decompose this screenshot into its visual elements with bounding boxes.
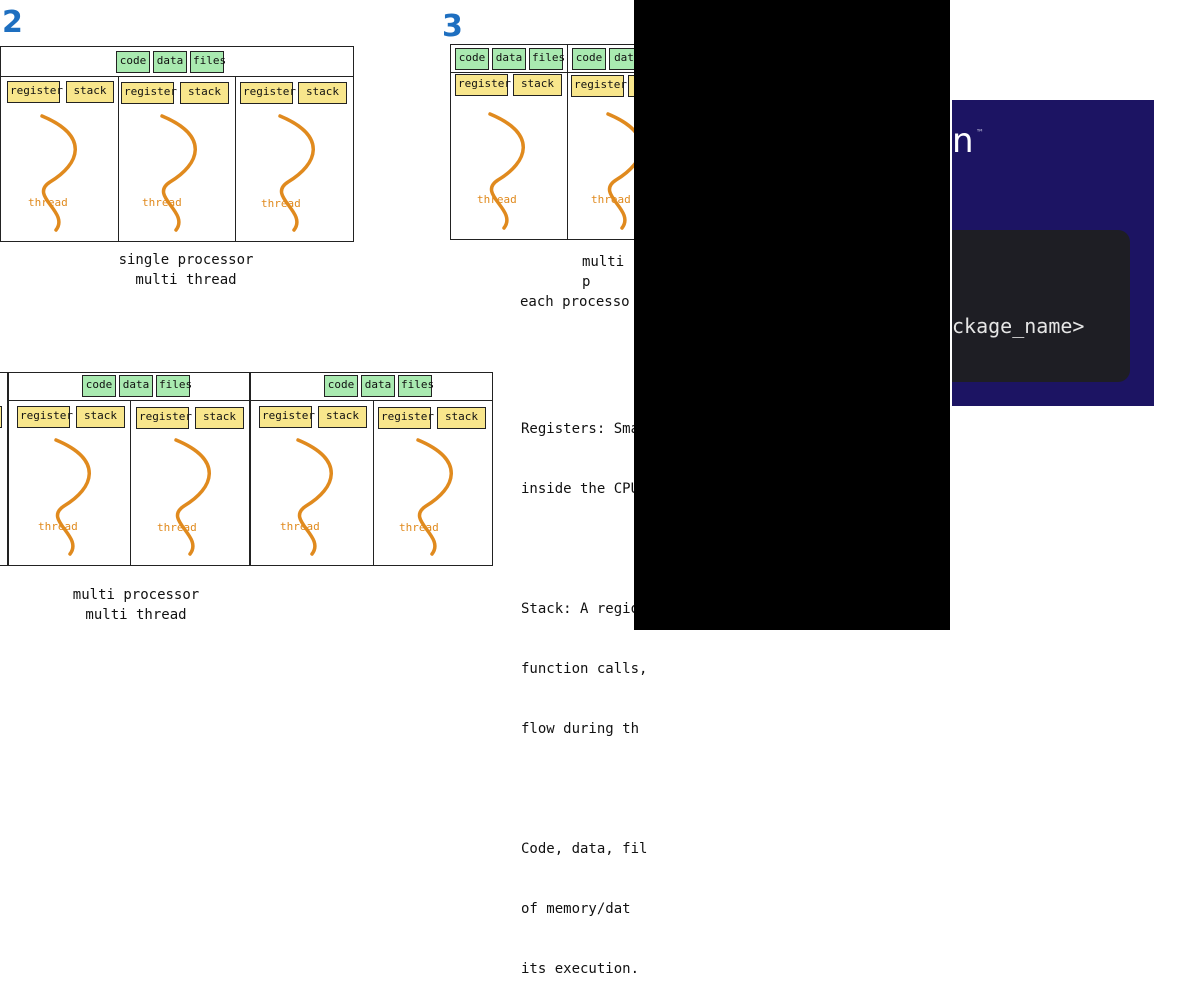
register-box: register	[378, 407, 434, 429]
code-box: code	[572, 48, 606, 70]
code-box: code	[82, 375, 116, 397]
divider	[118, 76, 119, 242]
caption-line: multi processor	[72, 587, 200, 603]
divider	[235, 76, 236, 242]
thread-squiggle	[606, 112, 636, 230]
caption-line: multi thread	[135, 272, 237, 288]
note-line: Stack: A regio	[521, 601, 640, 617]
thread-squiggle	[278, 114, 315, 232]
data-box: data	[119, 375, 153, 397]
note-line: Registers: Sma	[521, 421, 640, 437]
process-frame-partial	[0, 372, 8, 566]
thread-squiggle	[488, 112, 525, 230]
thread-label: thread	[399, 521, 439, 534]
caption-single-processor: single processor multi thread	[106, 250, 266, 290]
divider	[567, 44, 568, 240]
caption-multi-processor-partial: multi p each processo	[520, 252, 634, 312]
code-box: code	[324, 375, 358, 397]
register-box: register	[136, 407, 192, 429]
thread-label: thread	[28, 196, 68, 209]
register-box: register	[259, 406, 315, 428]
register-box: register	[571, 75, 627, 97]
logo-fragment: n	[952, 121, 974, 161]
thread-label: thread	[591, 193, 631, 206]
thread-squiggle	[54, 438, 91, 556]
note-line: inside the CPU	[521, 481, 640, 497]
divider	[250, 400, 493, 401]
files-box: files	[529, 48, 565, 70]
thread-label: thread	[157, 521, 197, 534]
register-box: register	[455, 74, 511, 96]
caption-multi-processor: multi processor multi thread	[56, 585, 216, 625]
caption-line: multi p	[582, 254, 625, 290]
register-box: register	[240, 82, 296, 104]
note-line: flow during th	[521, 721, 640, 737]
data-box: data	[492, 48, 526, 70]
stack-box: stack	[318, 406, 367, 428]
files-box: files	[190, 51, 226, 73]
data-box: data	[153, 51, 187, 73]
terminal-block: ckage_name>	[952, 230, 1130, 382]
data-box: dat	[609, 48, 639, 70]
notes-text: Registers: Sma inside the CPU Stack: A r…	[521, 379, 647, 999]
trademark-mark: ™	[976, 128, 984, 137]
register-box: register	[17, 406, 73, 428]
stack-box: stack	[195, 407, 244, 429]
thread-label: thread	[261, 197, 301, 210]
note-line: Code, data, fil	[521, 841, 648, 857]
register-box: register	[7, 81, 63, 103]
data-box: data	[361, 375, 395, 397]
code-box: code	[455, 48, 489, 70]
note-line: function calls,	[521, 661, 648, 677]
note-line: of memory/dat	[521, 901, 631, 917]
stack-box: stack	[298, 82, 347, 104]
process-frame-single	[0, 46, 354, 242]
black-overlay-panel	[634, 0, 950, 630]
thread-squiggle	[416, 438, 453, 556]
divider	[450, 72, 640, 73]
thread-squiggle	[296, 438, 333, 556]
note-line: its execution.	[521, 961, 640, 977]
divider	[130, 400, 131, 566]
thread-label: thread	[142, 196, 182, 209]
caption-line: single processor	[118, 252, 254, 268]
thread-label: thread	[38, 520, 78, 533]
thread-squiggle	[40, 114, 77, 232]
diagram-number-2: 2	[2, 5, 23, 40]
dark-card-fragment: n ™ ckage_name>	[952, 100, 1154, 406]
files-box: files	[398, 375, 434, 397]
files-box: files	[156, 375, 192, 397]
diagram-number-3: 3	[442, 9, 463, 44]
stack-box: stack	[66, 81, 114, 103]
stack-box: stack	[437, 407, 486, 429]
stack-box: stack	[76, 406, 125, 428]
code-box: code	[116, 51, 150, 73]
thread-squiggle	[174, 438, 211, 556]
terminal-command-text: ckage_name>	[952, 314, 1085, 338]
caption-line: multi thread	[85, 607, 187, 623]
thread-label: thread	[477, 193, 517, 206]
stack-box-partial	[0, 406, 2, 428]
stack-box: stack	[513, 74, 562, 96]
divider	[373, 400, 374, 566]
register-box: register	[121, 82, 177, 104]
stack-box: stack	[180, 82, 229, 104]
divider	[0, 76, 354, 77]
thread-squiggle	[160, 114, 197, 232]
caption-line: each processo	[520, 294, 630, 310]
thread-label: thread	[280, 520, 320, 533]
divider	[8, 400, 250, 401]
